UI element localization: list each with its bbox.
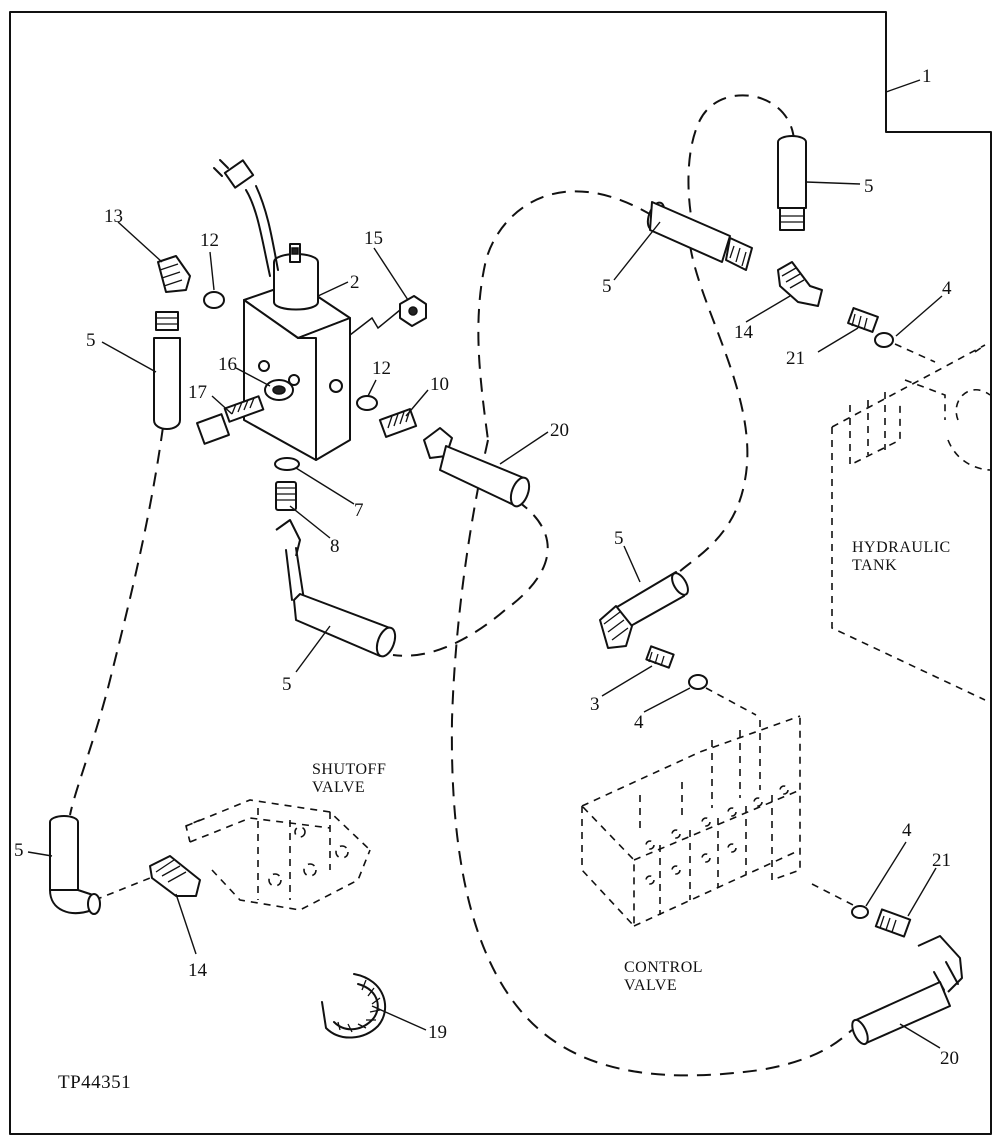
hydraulic-tank-label-line2: TANK: [852, 557, 897, 574]
callout-17: 17: [188, 382, 207, 403]
page-border: [9, 11, 992, 1135]
control-valve-label-line2: VALVE: [624, 977, 677, 994]
callout-12-right: 12: [372, 358, 391, 379]
fitting-21-top: [847, 307, 879, 333]
shutoff-valve-label-line2: VALVE: [312, 779, 365, 796]
hose-5-control-valve: [599, 571, 689, 649]
callout-5-top: 5: [602, 276, 612, 297]
leader-lines: [27, 79, 943, 1049]
o-ring-12-top: [203, 291, 225, 309]
control-valve: [581, 715, 801, 929]
washer-16: [264, 379, 294, 401]
callout-1: 1: [922, 66, 932, 87]
fitting-10: [378, 408, 418, 438]
callout-5-bottom-left: 5: [14, 840, 24, 861]
callout-21-top: 21: [786, 348, 805, 369]
callout-16: 16: [218, 354, 237, 375]
hose-5-left-lower: [49, 815, 101, 915]
o-ring-4-lower: [851, 905, 869, 919]
callout-19: 19: [428, 1022, 447, 1043]
bolt-17: [196, 395, 265, 445]
figure-id: TP44351: [58, 1072, 131, 1093]
hose-5-top-diagonal: [646, 201, 753, 271]
callout-13: 13: [104, 206, 123, 227]
callout-4-top: 4: [942, 278, 952, 299]
callout-5-middle: 5: [614, 528, 624, 549]
solenoid-valve-block: [213, 159, 401, 461]
callout-20-lower: 20: [940, 1048, 959, 1069]
hose-routing: [69, 94, 936, 1077]
hose-5-left-upper: [153, 311, 181, 430]
hose-5-lower-block: [275, 519, 397, 658]
callout-5-top-right: 5: [864, 176, 874, 197]
hydraulic-tank: [831, 344, 991, 701]
callout-20-upper: 20: [550, 420, 569, 441]
callout-3: 3: [590, 694, 600, 715]
shutoff-valve-label-line1: SHUTOFF: [312, 761, 386, 778]
callout-4-lower: 4: [902, 820, 912, 841]
callout-7: 7: [354, 500, 364, 521]
callout-14-bottom: 14: [188, 960, 208, 981]
fitting-3: [645, 645, 675, 669]
callout-10: 10: [430, 374, 449, 395]
callout-5-left: 5: [86, 330, 96, 351]
callout-4-middle: 4: [634, 712, 644, 733]
callout-12-top: 12: [200, 230, 219, 251]
o-ring-4-top: [874, 332, 894, 348]
o-ring-4-middle: [688, 674, 708, 690]
callout-8: 8: [330, 536, 340, 557]
hose-20-upper: [423, 427, 531, 508]
callout-5-lower: 5: [282, 674, 292, 695]
hose-20-lower: [851, 935, 963, 1046]
o-ring-12-right: [356, 395, 378, 411]
tee-fitting-14-left: [149, 855, 201, 897]
callout-21-lower: 21: [932, 850, 951, 871]
hose-clamp-19: [321, 973, 387, 1039]
hydraulic-tank-label-line1: HYDRAULIC: [852, 539, 951, 556]
callout-15: 15: [364, 228, 383, 249]
nut-15: [399, 295, 427, 327]
hose-5-top-right: [777, 135, 807, 231]
shutoff-valve: [185, 799, 371, 911]
callout-2: 2: [350, 272, 360, 293]
tee-fitting-14-top: [777, 261, 823, 307]
callout-14-top: 14: [734, 322, 754, 343]
elbow-fitting-13: [157, 255, 191, 293]
control-valve-label-line1: CONTROL: [624, 959, 703, 976]
o-ring-7: [274, 457, 300, 471]
fitting-21-lower: [874, 908, 912, 938]
fitting-8: [275, 481, 297, 511]
callouts: 1 2 3 4 4 4 5 5 5 5 5 5 7 8 10 12 12 13 …: [14, 66, 959, 1069]
